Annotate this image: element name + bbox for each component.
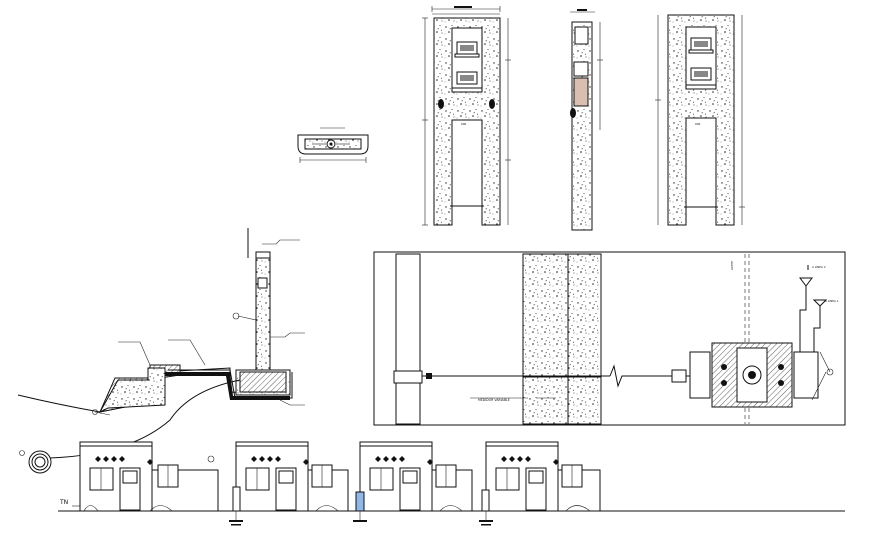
meter-plan-view [297,127,369,163]
flexible-pipe-label: MEDIDOR VARIABLE [478,398,510,402]
meter-connection-detail: A LINEA 2 A LINEA 1 LIMITE MEDIDOR VARIA… [373,251,846,426]
svg-text:A LINEA 2: A LINEA 2 [812,265,826,269]
svg-text:000: 000 [695,122,701,126]
meter-pillar-side-section [570,9,603,231]
installation-cross-section: ··· [17,228,305,474]
meter-pillar-back-elevation: 000 [655,14,745,226]
svg-text:000: 000 [461,122,467,126]
natural-terrain-label: TN [59,499,68,506]
meter-pillar-front-elevation: 000 [422,6,511,226]
svg-text:A LINEA 1: A LINEA 1 [825,299,839,303]
house-elevation-2 [232,441,349,512]
house-elevation-3 [355,441,473,512]
svg-text:···: ··· [276,243,279,247]
cable-coil [19,450,52,474]
house-elevation-1 [79,441,219,512]
svg-text:LIMITE: LIMITE [730,261,734,270]
meter-location-markers [229,511,493,526]
house-elevation-4 [481,441,601,512]
